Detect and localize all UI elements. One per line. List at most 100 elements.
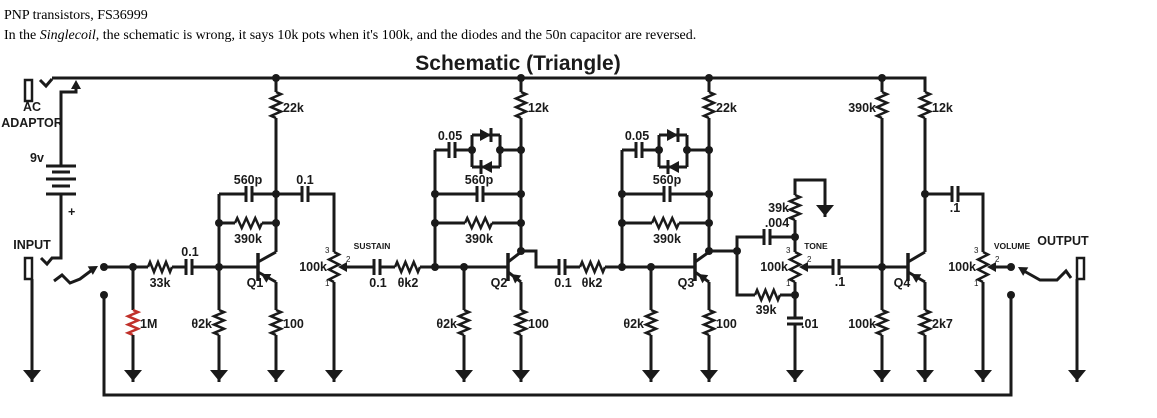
volume-pin2: 2 — [995, 255, 1000, 264]
resistor-symbol — [975, 250, 991, 284]
transistor-emitter-arrow-icon — [261, 274, 272, 283]
q1-label: Q1 — [247, 276, 264, 290]
switch-arrow-icon — [1018, 267, 1029, 276]
tone-pin1: 1 — [786, 279, 791, 288]
input-switch — [53, 268, 93, 285]
jack-icon — [1075, 256, 1086, 281]
note-suffix: , the schematic is wrong, it says 10k po… — [95, 28, 697, 43]
resistor-symbol — [642, 308, 660, 337]
diode-icon — [668, 161, 679, 173]
q2-label: Q2 — [491, 276, 508, 290]
volume-pin3: 3 — [974, 246, 979, 255]
q3-c560p-label: 560p — [653, 173, 682, 187]
resistor-symbol — [267, 308, 285, 337]
note-pedal-name: Singlecoil — [39, 28, 96, 43]
circuit-wiring — [23, 74, 1086, 397]
resistor-symbol — [873, 308, 891, 337]
resistor-symbol — [233, 214, 264, 232]
resistor-symbol — [700, 308, 718, 337]
resistor-symbol — [326, 250, 342, 284]
s2-r6k2-label: θk2 — [398, 276, 419, 290]
resistor-symbol — [753, 286, 782, 304]
q3-r22k-label: 22k — [716, 101, 737, 115]
tone-value-label: 100k — [760, 260, 788, 274]
volume-label: VOLUME — [994, 241, 1031, 251]
q1-r82k-label: θ2k — [191, 317, 212, 331]
switch-arrow-icon — [87, 266, 98, 275]
adaptor-switch — [59, 86, 78, 166]
diode-icon — [481, 161, 492, 173]
bypass-return-wire — [102, 295, 1013, 397]
switch-arrow-icon — [71, 80, 81, 89]
schematic-title: Schematic (Triangle) — [415, 52, 620, 75]
q3-r390k-label: 390k — [653, 232, 681, 246]
resistor-symbol — [146, 258, 174, 276]
resistor-symbol — [512, 90, 530, 120]
junction-dot — [272, 219, 280, 227]
resistor-symbol — [267, 90, 285, 120]
junction-dot — [100, 291, 108, 299]
supply-rail — [52, 76, 927, 92]
resistor-symbol — [787, 250, 803, 284]
s2-cin-label: 0.1 — [369, 276, 386, 290]
tone-pin3: 3 — [786, 246, 791, 255]
resistor-symbol — [700, 90, 718, 120]
wire — [735, 251, 755, 297]
q1-cin-label: 0.1 — [181, 245, 198, 259]
resistor-symbol — [578, 258, 607, 276]
wire — [521, 249, 559, 269]
q1-r390k-label: 390k — [234, 232, 262, 246]
resistor-symbol — [873, 90, 891, 120]
tone-cout-label: .1 — [835, 275, 845, 289]
diode-icon — [667, 129, 678, 141]
q2-r82k-label: θ2k — [436, 317, 457, 331]
diode-icon — [480, 129, 491, 141]
q2-r390k-label: 390k — [465, 232, 493, 246]
q1-cout-label: 0.1 — [296, 173, 313, 187]
q4-r2k7-label: 2k7 — [932, 317, 953, 331]
battery-wire — [39, 194, 63, 267]
q4-label: Q4 — [894, 276, 911, 290]
tone-pin2: 2 — [807, 255, 812, 264]
transistor-emitter-arrow-icon — [698, 274, 709, 284]
r33k-label: 33k — [150, 276, 171, 290]
jack-icon — [23, 78, 34, 103]
wire — [793, 178, 827, 205]
q4-r100k-label: 100k — [848, 317, 876, 331]
q1-r22k-label: 22k — [283, 101, 304, 115]
q4-r390k-label: 390k — [848, 101, 876, 115]
jack-icon — [23, 256, 34, 281]
output-label: OUTPUT — [1037, 234, 1089, 248]
q2-r100-label: 100 — [528, 317, 549, 331]
s3-r6k2-label: θk2 — [582, 276, 603, 290]
volume-pin1: 1 — [974, 279, 979, 288]
resistor-symbol — [455, 308, 473, 337]
junction-dot — [272, 190, 280, 198]
battery-plus-label: + — [68, 205, 75, 219]
q4-cout-label: .1 — [950, 201, 960, 215]
q2-c560p-label: 560p — [465, 173, 494, 187]
transistor-collector — [257, 250, 277, 264]
sustain-pin3: 3 — [325, 246, 330, 255]
q3-c005-label: 0.05 — [625, 129, 649, 143]
tone-c004-label: .004 — [765, 216, 789, 230]
q2-r12k-label: 12k — [528, 101, 549, 115]
note-prefix: In the — [4, 28, 40, 43]
sustain-label: SUSTAIN — [354, 241, 391, 251]
q3-r82k-label: θ2k — [623, 317, 644, 331]
resistor-symbol — [512, 308, 530, 337]
junction-dot — [1007, 291, 1015, 299]
adaptor-switch-contact — [38, 78, 54, 89]
q3-r100-label: 100 — [716, 317, 737, 331]
sustain-pin1: 1 — [325, 279, 330, 288]
resistor-symbol — [124, 308, 142, 337]
transistor-emitter-arrow-icon — [911, 274, 922, 283]
q4-r12k-label: 12k — [932, 101, 953, 115]
r1m-label: 1M — [140, 317, 157, 331]
sustain-value-label: 100k — [299, 260, 327, 274]
note-correction: In the Singlecoil, the schematic is wron… — [4, 28, 696, 44]
volume-value-label: 100k — [948, 260, 976, 274]
wire — [308, 192, 336, 252]
transistor-collector — [907, 250, 926, 264]
